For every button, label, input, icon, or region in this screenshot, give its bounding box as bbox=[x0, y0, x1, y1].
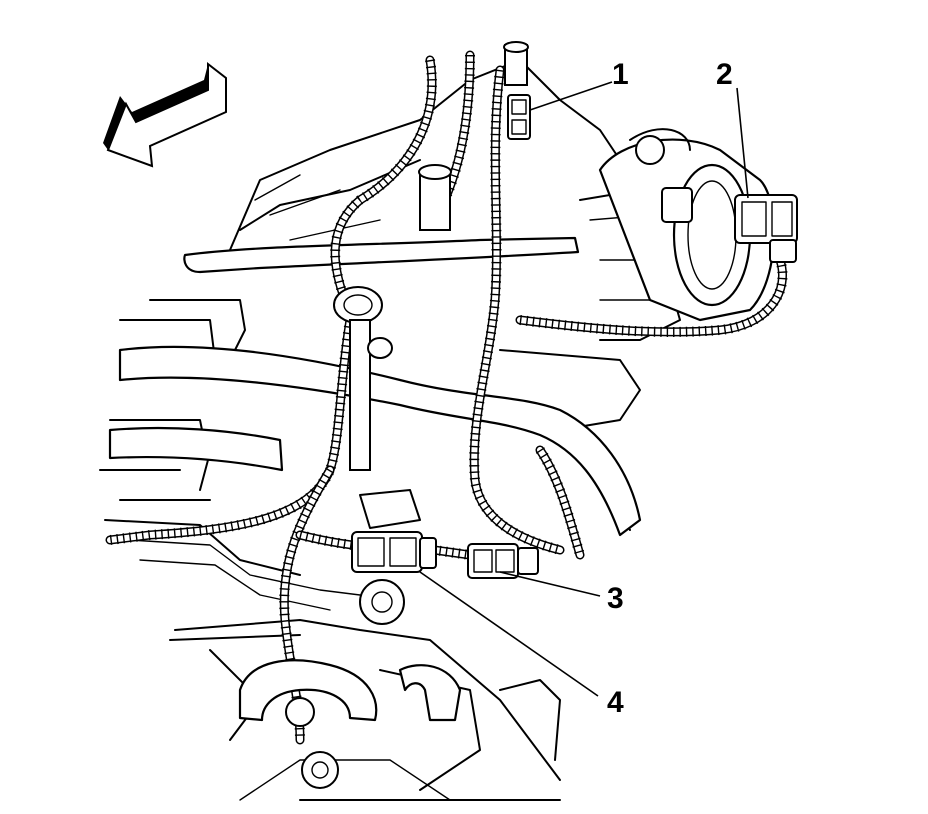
callout-3-label: 3 bbox=[607, 582, 624, 615]
callout-3-leader bbox=[499, 571, 601, 597]
connector-2 bbox=[661, 187, 798, 263]
bolt-stud bbox=[418, 41, 529, 231]
connector-3 bbox=[467, 543, 539, 579]
throttle-body bbox=[598, 128, 776, 322]
engine-mount bbox=[238, 579, 462, 789]
callout-1-leader bbox=[529, 81, 613, 111]
callout-2-leader bbox=[736, 87, 749, 199]
connector-1 bbox=[507, 94, 531, 140]
oil-filler-tube bbox=[333, 286, 393, 471]
callout-4-label: 4 bbox=[607, 686, 624, 719]
coolant-hose bbox=[108, 236, 642, 537]
callout-2-label: 2 bbox=[716, 58, 733, 91]
callout-1-label: 1 bbox=[612, 58, 629, 91]
connector-4 bbox=[351, 489, 437, 573]
callout-4-leader bbox=[419, 571, 599, 697]
forward-direction-arrow-icon bbox=[103, 61, 227, 168]
